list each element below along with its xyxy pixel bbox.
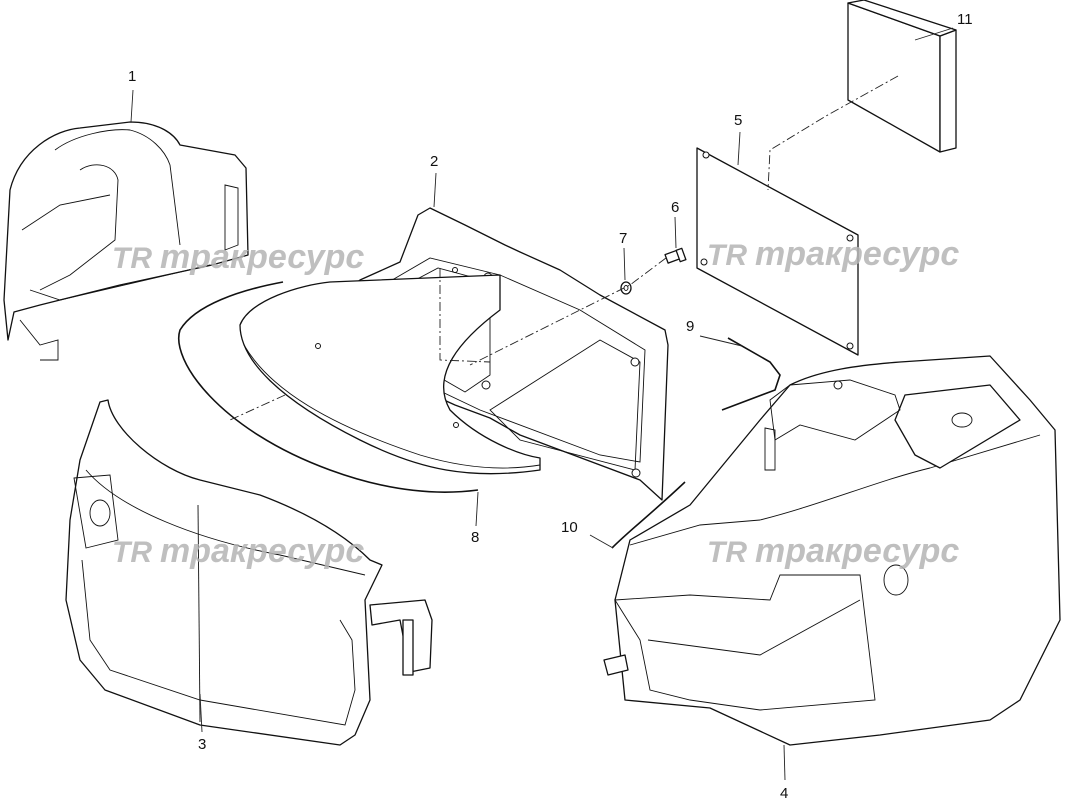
- callout-11: 11: [957, 11, 973, 28]
- callout-2: 2: [430, 153, 438, 170]
- watermark-2: TR тракресурс: [707, 235, 959, 273]
- leader-lines: [130, 27, 954, 781]
- top-board: [239, 274, 541, 475]
- callout-3: 3: [198, 736, 206, 753]
- callouts: 1 2 3 4 5 6 7 8 9 10 11: [128, 11, 973, 802]
- part-11-foam-block: [847, 0, 957, 153]
- watermark-text: тракресурс: [755, 532, 959, 570]
- watermark-text: тракресурс: [160, 532, 364, 570]
- part-7-washer: [620, 281, 632, 295]
- watermark-logo: TR: [707, 239, 747, 272]
- watermark-text: тракресурс: [160, 238, 364, 276]
- callout-7: 7: [619, 230, 627, 247]
- part-9-rod: [721, 337, 781, 411]
- watermark-3: TR тракресурс: [112, 532, 364, 570]
- watermark-logo: TR: [707, 536, 747, 569]
- callout-10: 10: [561, 519, 578, 536]
- part-1-left-cover: [3, 121, 249, 361]
- watermark-4: TR тракресурс: [707, 532, 959, 570]
- watermark-logo: TR: [112, 242, 152, 275]
- callout-8: 8: [471, 529, 479, 546]
- part-4-right-cover: [603, 355, 1061, 746]
- part-5-plate: [696, 147, 859, 356]
- callout-4: 4: [780, 785, 788, 802]
- part-10-strip: [611, 481, 686, 549]
- watermark-logo: TR: [112, 536, 152, 569]
- assembly-lines: [229, 75, 899, 421]
- callout-6: 6: [671, 199, 679, 216]
- callout-9: 9: [686, 318, 694, 335]
- callout-1: 1: [128, 68, 136, 85]
- part-6-bolt: [664, 247, 687, 264]
- part-3-front-cover: [65, 399, 433, 746]
- watermark-text: тракресурс: [755, 235, 959, 273]
- part-8-seal-strip: [178, 281, 479, 493]
- watermark-1: TR тракресурс: [112, 238, 364, 276]
- callout-5: 5: [734, 112, 742, 129]
